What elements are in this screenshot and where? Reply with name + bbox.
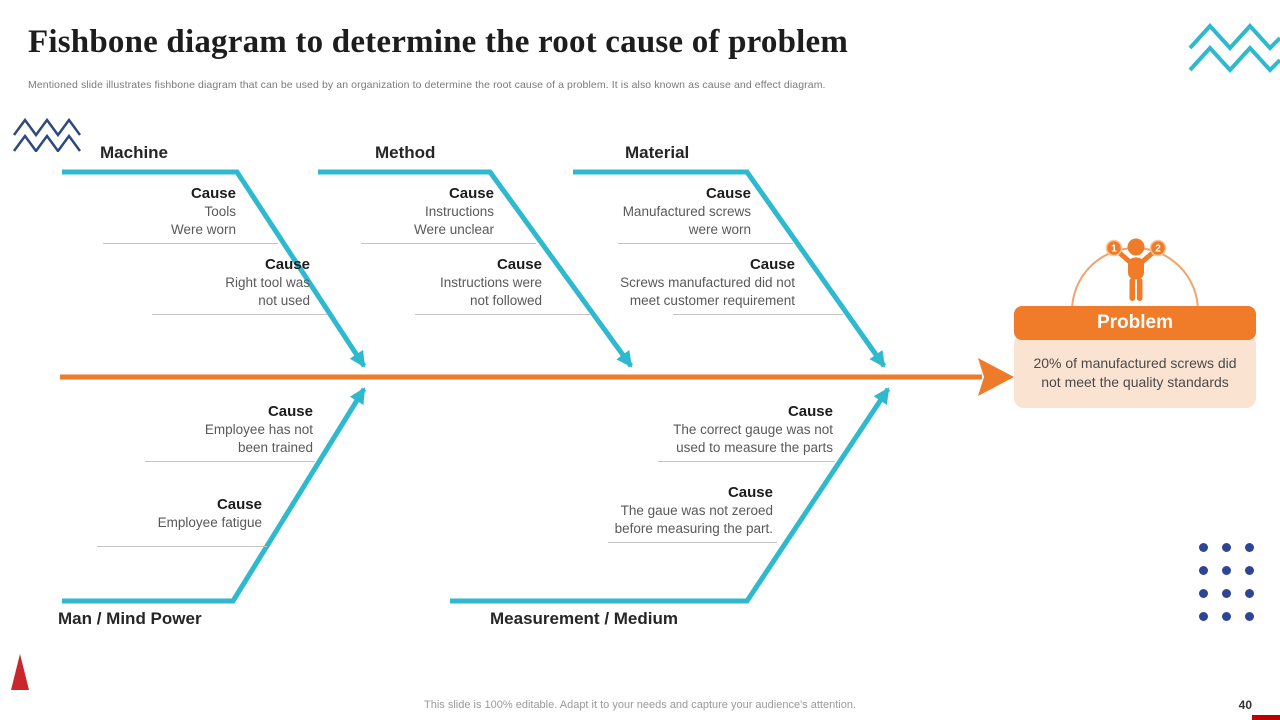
cause-underline (361, 243, 536, 244)
page-number-bar (1252, 715, 1280, 720)
cause-underline (152, 314, 327, 315)
badge-1: 1 (1111, 244, 1117, 255)
cause-block: Cause Manufactured screws were worn (553, 185, 793, 244)
page-title: Fishbone diagram to determine the root c… (28, 24, 849, 60)
cause-label: Cause (749, 256, 795, 273)
cause-underline (618, 243, 793, 244)
branch-label-measurement: Measurement / Medium (490, 609, 678, 628)
spine-arrowhead (978, 358, 1014, 396)
cause-block: Cause Employee has not been trained (75, 403, 315, 462)
cause-text: Screws manufactured did not (620, 275, 795, 290)
cause-text: not used (258, 292, 310, 308)
zigzag-navy-icon (13, 117, 81, 152)
problem-title: Problem (1014, 306, 1256, 340)
branch-label-method: Method (375, 143, 436, 162)
cause-text: Instructions were (439, 275, 542, 290)
cause-text: Were unclear (413, 221, 494, 237)
cause-text: meet customer requirement (629, 292, 795, 308)
badge-2: 2 (1155, 244, 1161, 255)
problem-description: 20% of manufactured screws did not meet … (1014, 334, 1256, 408)
cause-text: used to measure the parts (676, 439, 833, 455)
dots-grid-icon (1199, 543, 1268, 635)
cause-text: The gaue was not zeroed (620, 503, 773, 518)
cause-text: Employee fatigue (157, 515, 262, 530)
page-number: 40 (1238, 698, 1252, 712)
cause-block: Cause The gaue was not zeroed before mea… (537, 484, 777, 543)
cause-block: Cause Instructions were not followed (350, 256, 590, 315)
cause-underline (97, 545, 267, 547)
zigzag-teal-icon (1188, 23, 1280, 73)
cause-block: Cause Screws manufactured did not meet c… (598, 256, 843, 315)
cause-text: been trained (237, 439, 313, 455)
cause-text: Instructions (424, 204, 494, 219)
person-icon: 1 2 (1105, 238, 1167, 301)
branch-label-man: Man / Mind Power (58, 609, 202, 628)
footer-note: This slide is 100% editable. Adapt it to… (424, 699, 856, 711)
cause-block: Cause Employee fatigue (27, 496, 267, 547)
cause-label: Cause (705, 185, 751, 202)
cause-label: Cause (264, 256, 310, 273)
cause-text: Manufactured screws (622, 204, 751, 219)
cause-underline (673, 314, 843, 315)
cause-underline (658, 461, 835, 462)
cause-underline (103, 243, 278, 244)
triangle-icon (11, 654, 29, 690)
cause-text: before measuring the part. (614, 520, 773, 536)
cause-block: Cause Instructions Were unclear (296, 185, 536, 244)
cause-label: Cause (727, 484, 773, 501)
cause-label: Cause (787, 403, 833, 420)
cause-underline (608, 542, 777, 543)
cause-block: Cause Tools Were worn (38, 185, 278, 244)
cause-underline (415, 314, 590, 315)
cause-label: Cause (448, 185, 494, 202)
cause-label: Cause (496, 256, 542, 273)
cause-text: Employee has not (204, 422, 313, 437)
cause-text: Tools (204, 204, 236, 219)
cause-text: The correct gauge was not (673, 422, 833, 437)
branch-label-machine: Machine (100, 143, 169, 162)
cause-label: Cause (190, 185, 236, 202)
cause-block: Cause Right tool was not used (87, 256, 327, 315)
page-subtitle: Mentioned slide illustrates fishbone dia… (28, 79, 826, 91)
cause-underline (145, 461, 315, 462)
cause-label: Cause (216, 496, 262, 513)
cause-label: Cause (267, 403, 313, 420)
cause-block: Cause The correct gauge was not used to … (595, 403, 835, 462)
cause-text: were worn (688, 221, 751, 237)
cause-text: Right tool was (225, 275, 310, 290)
cause-text: Were worn (170, 221, 236, 237)
problem-box: Problem 20% of manufactured screws did n… (1014, 306, 1256, 408)
cause-text: not followed (469, 292, 542, 308)
branch-label-material: Material (625, 143, 690, 162)
